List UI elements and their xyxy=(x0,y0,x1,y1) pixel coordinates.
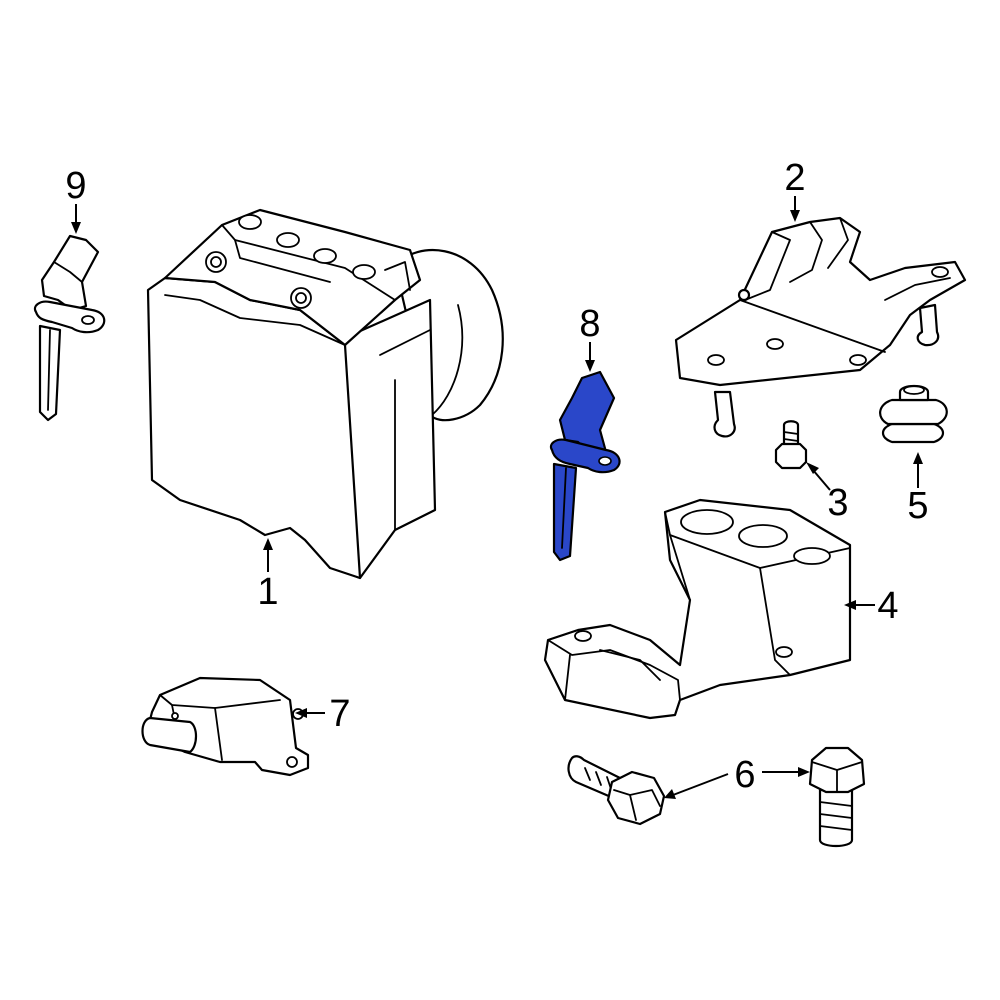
callout-8-label: 8 xyxy=(579,303,600,345)
part-7-sensor[interactable] xyxy=(141,676,310,777)
callout-8: 8 xyxy=(579,303,601,372)
callout-1-label: 1 xyxy=(257,571,278,613)
callout-3-label: 3 xyxy=(827,482,848,524)
callout-2: 2 xyxy=(784,157,806,222)
part-8-wheel-speed-sensor[interactable] xyxy=(549,370,621,562)
callout-7-label: 7 xyxy=(329,693,350,735)
part-9-wheel-speed-sensor[interactable] xyxy=(33,234,106,422)
callout-9: 9 xyxy=(65,165,87,234)
part-8-probe[interactable] xyxy=(552,462,578,562)
callout-9-label: 9 xyxy=(65,165,86,207)
callout-7: 7 xyxy=(295,693,351,735)
callout-6: 6 xyxy=(664,754,810,799)
callout-2-label: 2 xyxy=(784,157,805,199)
part-6-bolt-angled[interactable] xyxy=(567,755,666,826)
part-3-bolt[interactable] xyxy=(774,420,808,470)
part-1-abs-modulator[interactable] xyxy=(146,208,504,580)
part-4-lower-bracket[interactable] xyxy=(543,498,852,720)
part-2-upper-bracket[interactable] xyxy=(674,216,967,438)
callout-5-label: 5 xyxy=(907,485,928,527)
callout-3: 3 xyxy=(806,462,849,524)
callout-1: 1 xyxy=(257,538,279,613)
callout-5: 5 xyxy=(907,452,929,527)
part-5-grommet[interactable] xyxy=(879,384,948,444)
part-6-bolt-upright[interactable] xyxy=(808,746,866,848)
callout-6-label: 6 xyxy=(734,754,755,796)
callout-4: 4 xyxy=(844,585,899,627)
callout-4-label: 4 xyxy=(877,585,898,627)
